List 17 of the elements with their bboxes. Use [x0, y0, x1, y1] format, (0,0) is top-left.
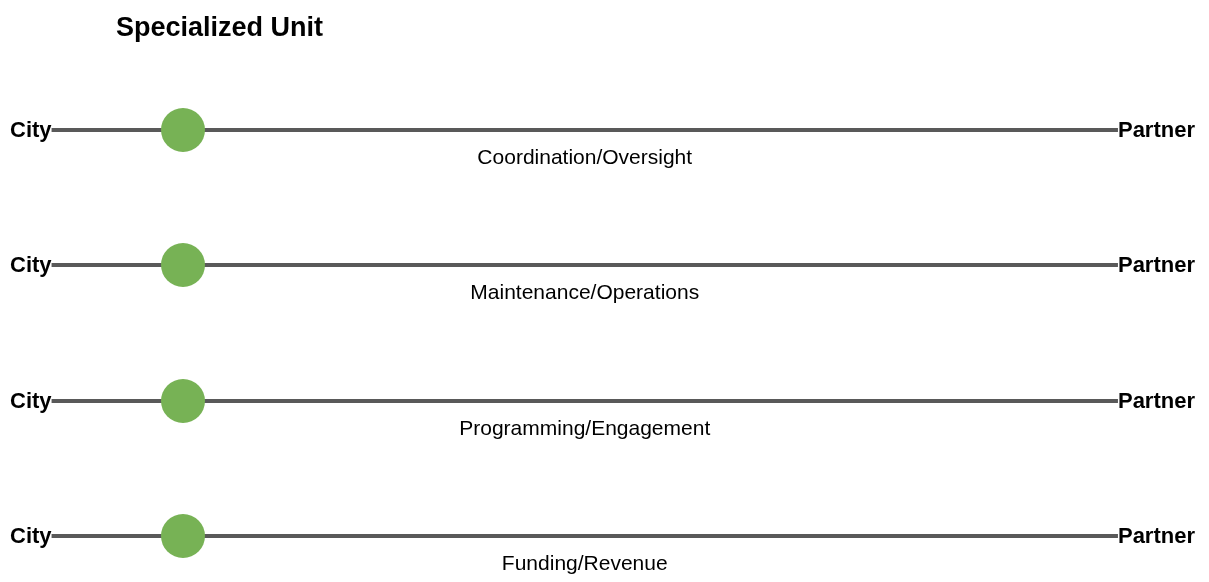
scale-end-label: Partner	[1117, 117, 1195, 143]
scale-line	[51, 534, 1118, 538]
scale-end-label: City	[10, 523, 52, 549]
edge-label: Funding/Revenue	[501, 551, 668, 575]
scale-end-label: Partner	[1117, 388, 1195, 414]
scale-line	[51, 263, 1118, 267]
edge-label: Programming/Engagement	[459, 416, 711, 440]
scale-end-label: Partner	[1117, 252, 1195, 278]
scale-end-label: City	[10, 388, 52, 414]
edge-label: Maintenance/Operations	[470, 280, 700, 304]
scale-end-label: Partner	[1117, 523, 1195, 549]
scale-line	[51, 399, 1118, 403]
scale-end-label: City	[10, 117, 52, 143]
scale-end-label: City	[10, 252, 52, 278]
edge-label: Coordination/Oversight	[477, 145, 693, 169]
diagram-title: Specialized Unit	[116, 12, 324, 43]
scale-line	[51, 128, 1118, 132]
